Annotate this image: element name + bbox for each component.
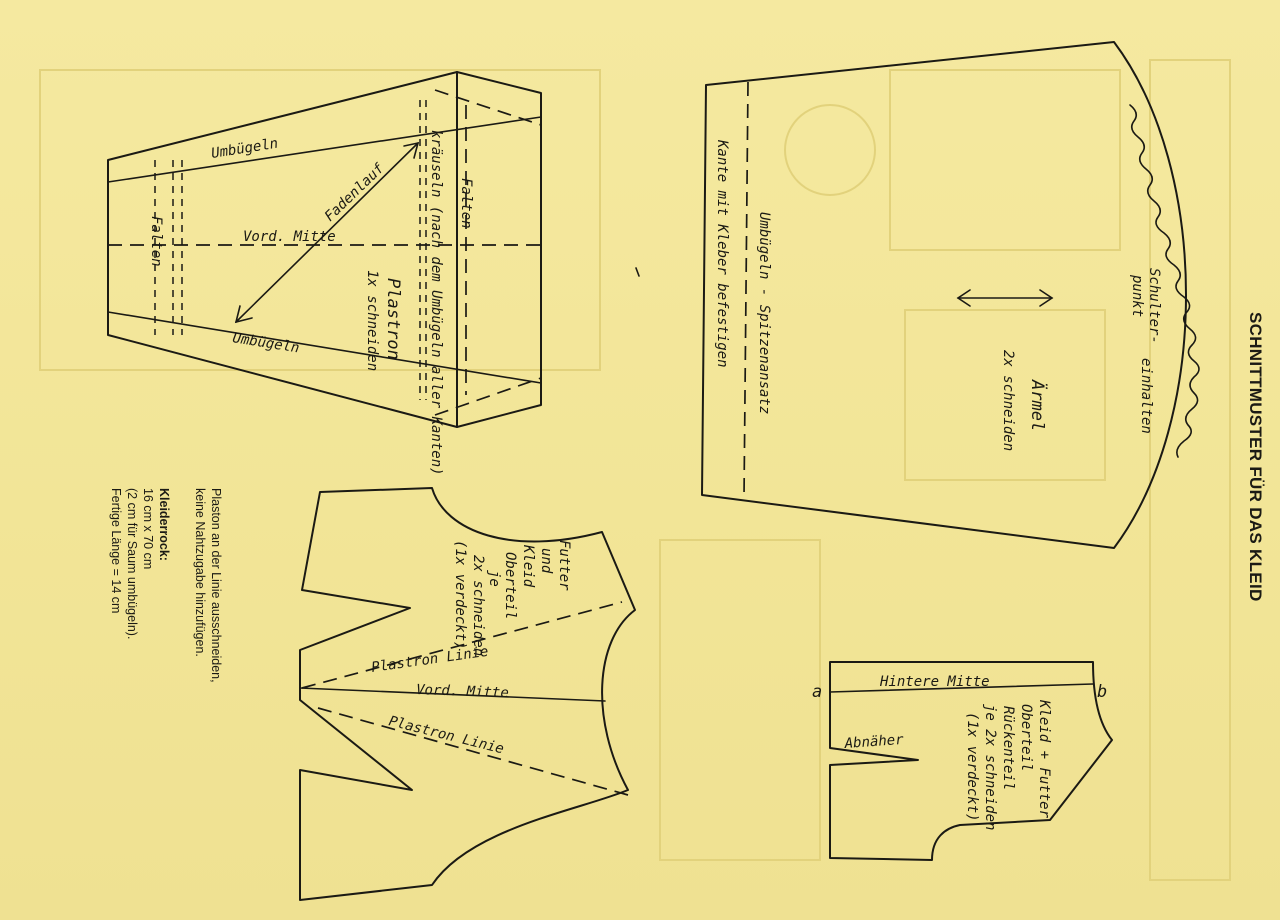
oberteil-outline (299, 487, 636, 901)
plastron-cut-count: 1x schneiden (364, 270, 380, 371)
aermel-einhalten: einhalten (1138, 358, 1154, 434)
aermel-cut-count: 2x schneiden (1000, 350, 1016, 451)
oberteil-label-6: 2x schneiden (470, 555, 486, 656)
rueckenteil-piece: Hintere Mitte Abnäher a b Kleid + Futter… (812, 661, 1113, 861)
plastron-falten-left: Falten (148, 216, 164, 267)
rueckenteil-point-a: a (812, 682, 822, 702)
aermel-kante: Kante mit Kleber befestigen (714, 139, 730, 368)
page-title: SCHNITTMUSTER FÜR DAS KLEID (1246, 312, 1265, 602)
notes-kleiderrock-2: (2 cm für Saum umbügeln). (125, 488, 139, 639)
aermel-hem-line (743, 81, 749, 499)
show-through-ghost (39, 59, 1231, 881)
notes-kleiderrock-heading: Kleiderrock: (157, 488, 171, 561)
aermel-schulterpunkt-2: punkt (1129, 274, 1145, 317)
rueckenteil-point-b: b (1097, 682, 1107, 702)
rueckenteil-label-2: Oberteil (1018, 704, 1034, 771)
rueckenteil-hintere-mitte: Hintere Mitte (879, 674, 990, 690)
plastron-piece: Umbügeln Umbügeln Falten Falten Vord. Mi… (107, 71, 542, 476)
oberteil-label-2: und (538, 548, 554, 574)
notes-line-2: keine Nahtzugabe hinzufügen. (193, 488, 207, 657)
oberteil-front-piece: Futter und Kleid Oberteil je 2x schneide… (299, 487, 636, 901)
rueckenteil-center-back-line (829, 683, 1094, 693)
notes-kleiderrock-3: Fertige Länge = 14 cm (109, 488, 123, 613)
oberteil-label-3: Kleid (520, 544, 536, 588)
plastron-umbuegeln-bottom: Umbügeln (231, 330, 300, 356)
aermel-schulterpunkt-1: Schulter- (1146, 268, 1162, 344)
aermel-piece: Ärmel 2x schneiden Schulter- punkt einha… (701, 41, 1200, 549)
notes-kleiderrock-1: 16 cm x 70 cm (141, 488, 155, 569)
rueckenteil-abnaeher: Abnäher (843, 732, 905, 752)
rueckenteil-label-1: Kleid + Futter (1036, 699, 1052, 819)
plastron-kraeuseln: kräuseln (nach dem Umbügeln aller Kanten… (428, 130, 444, 476)
aermel-outline (701, 41, 1187, 549)
oberteil-plastron-line-bottom (317, 707, 629, 796)
oberteil-label-7: (1x verdeckt) (452, 540, 468, 650)
oberteil-plastron-linie-top: Plastron Linie (370, 644, 489, 676)
plastron-fadenlauf: Fadenlauf (322, 160, 388, 225)
rueckenteil-outline (829, 661, 1113, 861)
plastron-outline (107, 71, 542, 428)
plastron-falten-right: Falten (458, 178, 474, 229)
aermel-ease-wave (1129, 104, 1200, 458)
grainline-arrow (235, 142, 419, 323)
rueckenteil-label-3: Rückenteil (1000, 706, 1016, 790)
notes-block: Plaston an der Linie ausschneiden, keine… (109, 488, 223, 683)
aermel-umbuegeln-spitze: Umbügeln - Spitzenansatz (756, 212, 772, 414)
oberteil-plastron-line-top (301, 601, 623, 689)
oberteil-center-front-line (299, 687, 606, 702)
oberteil-label-4: Oberteil (502, 552, 518, 619)
plastron-piece-name: Plastron (383, 278, 403, 360)
notes-line-1: Plaston an der Linie ausschneiden, (209, 488, 223, 683)
oberteil-label-1: Futter (556, 540, 572, 591)
oberteil-plastron-linie-bottom: Plastron Linie (387, 713, 505, 757)
oberteil-vord-mitte: Vord. Mitte (416, 682, 509, 701)
rueckenteil-label-5: (1x verdeckt) (964, 712, 980, 822)
aermel-piece-name: Ärmel (1027, 379, 1048, 431)
oberteil-label-5: je (486, 570, 502, 587)
plastron-vord-mitte: Vord. Mitte (243, 229, 336, 245)
rueckenteil-label-4: je 2x schneiden (982, 704, 998, 830)
